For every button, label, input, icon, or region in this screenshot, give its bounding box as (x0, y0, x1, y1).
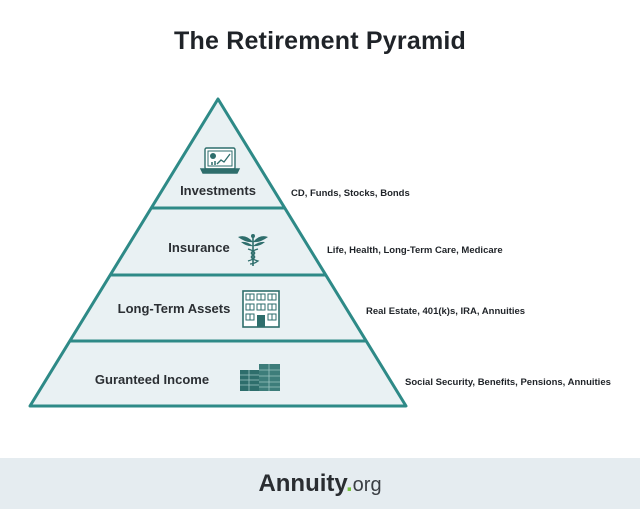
tier-description-insurance: Life, Health, Long-Term Care, Medicare (327, 245, 503, 256)
tier-description-long-term-assets: Real Estate, 401(k)s, IRA, Annuities (366, 306, 525, 317)
tier-label-investments: Investments (180, 183, 256, 198)
cash-stacks-icon (240, 364, 280, 391)
laptop-chart-icon (199, 147, 241, 174)
tier-description-guaranteed-income: Social Security, Benefits, Pensions, Ann… (405, 377, 611, 388)
tier-description-investments: CD, Funds, Stocks, Bonds (291, 188, 410, 199)
logo-dot: . (345, 470, 353, 497)
retirement-pyramid: Investments Insurance (28, 97, 611, 408)
caduceus-icon (238, 234, 268, 266)
tier-guaranteed-income-shape (30, 341, 406, 406)
page-title: The Retirement Pyramid (174, 27, 466, 55)
tier-long-term-assets-shape (70, 275, 366, 341)
tier-label-guaranteed-income: Guranteed Income (95, 372, 209, 387)
building-icon (242, 290, 280, 328)
tier-insurance-shape (110, 208, 325, 275)
tier-label-long-term-assets: Long-Term Assets (118, 301, 231, 316)
footer-bar: Annuity.org (0, 458, 640, 509)
logo-tld: org (352, 474, 382, 496)
pyramid-outline (28, 97, 408, 408)
logo-name: Annuity (258, 470, 346, 497)
annuity-org-logo[interactable]: Annuity.org (0, 470, 640, 498)
tier-label-insurance: Insurance (168, 240, 229, 255)
